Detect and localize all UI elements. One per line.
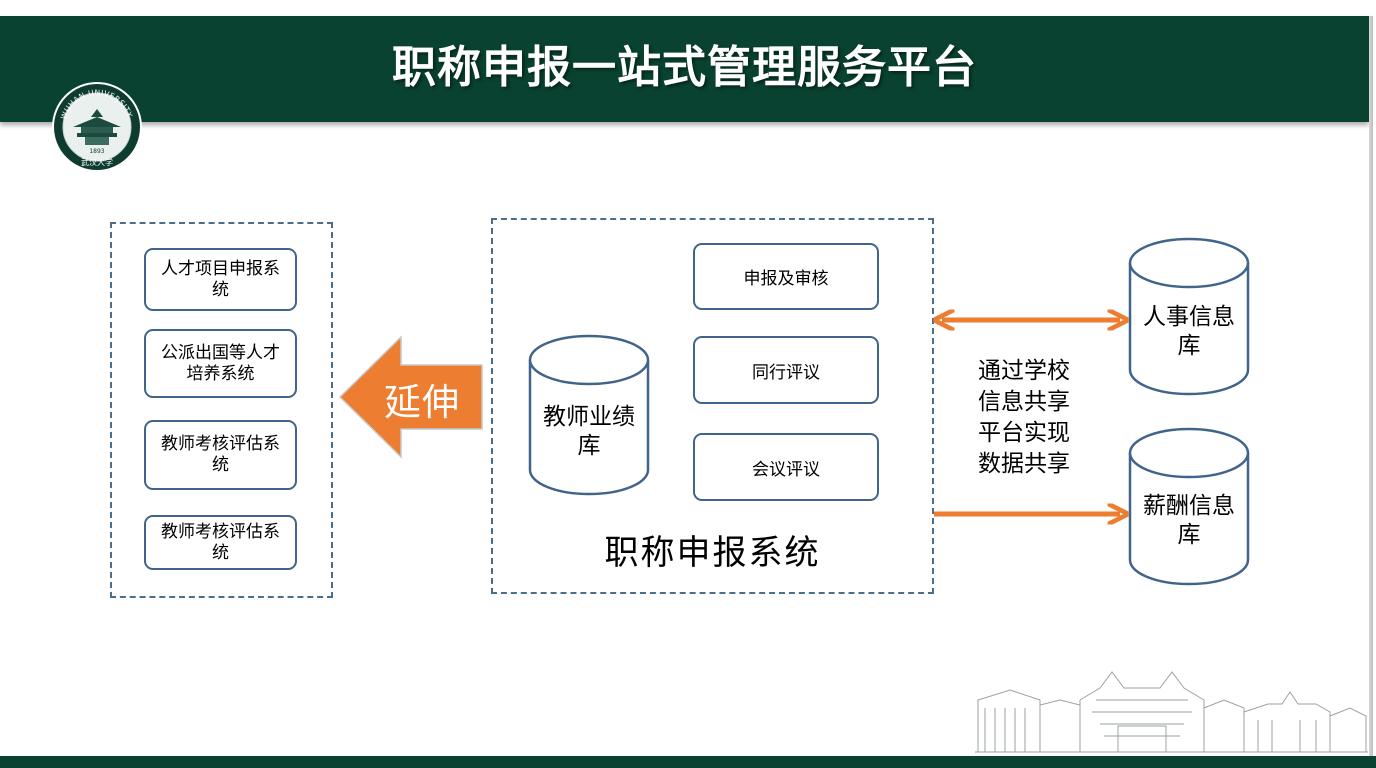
performance-database-label: 教师业绩库 xyxy=(535,403,643,461)
footer-bar xyxy=(0,756,1376,768)
salary-database-label: 薪酬信息库 xyxy=(1136,492,1242,550)
data-sharing-note: 通过学校信息共享平台实现数据共享 xyxy=(968,356,1080,480)
extend-label: 延伸 xyxy=(372,372,472,426)
campus-skyline-illustration xyxy=(975,672,1368,752)
hr-database-label: 人事信息库 xyxy=(1136,303,1242,361)
